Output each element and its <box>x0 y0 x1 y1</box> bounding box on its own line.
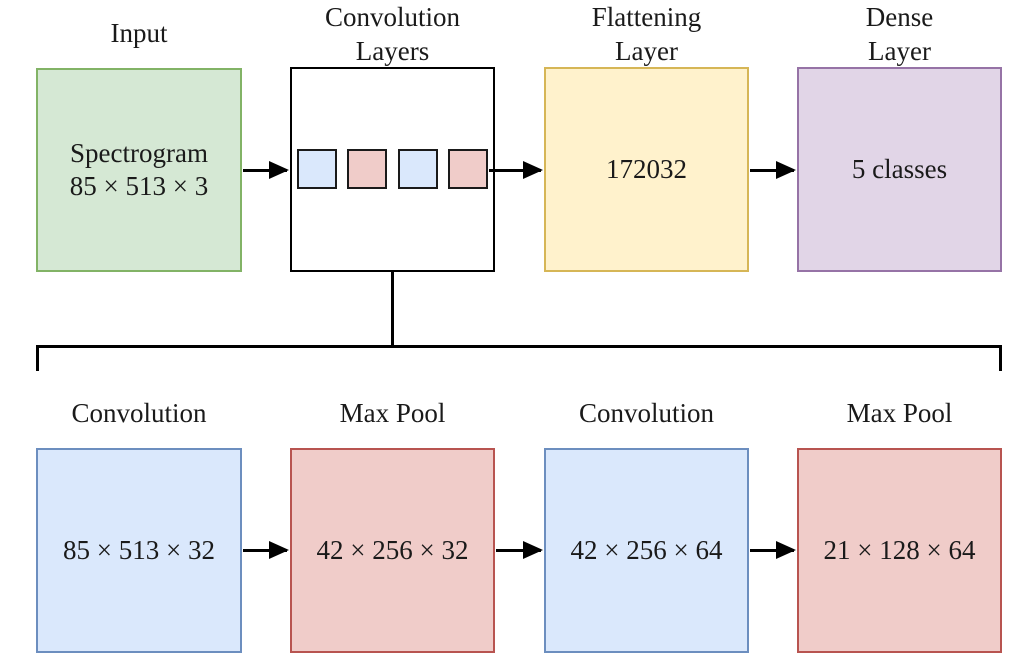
pool-mini-block-2 <box>448 149 488 189</box>
bracket-stem <box>391 272 394 346</box>
conv-mini-block-1 <box>297 149 337 189</box>
dense-title-line1: Dense <box>865 2 934 32</box>
conv2-box: 42 × 256 × 64 <box>544 448 749 653</box>
conv1-dimensions: 85 × 513 × 32 <box>63 535 215 565</box>
arrow-flatten-to-dense <box>750 161 796 179</box>
flattening-layer-title: Flattening Layer <box>544 0 749 68</box>
conv2-dimensions: 42 × 256 × 64 <box>570 535 723 565</box>
flattening-title-line2: Layer <box>615 36 678 66</box>
input-label: Spectrogram <box>70 138 208 168</box>
conv-layers-title-line1: Convolution <box>324 2 460 32</box>
input-box: Spectrogram 85 × 513 × 3 <box>36 68 242 272</box>
arrow-conv1-to-pool1 <box>243 541 289 559</box>
dense-value: 5 classes <box>851 154 948 184</box>
pool1-box: 42 × 256 × 32 <box>290 448 495 653</box>
flattening-title-line1: Flattening <box>591 2 702 32</box>
conv-layers-title-line2: Layers <box>355 36 430 66</box>
pool2-title: Max Pool <box>846 398 953 428</box>
dense-layer-title: Dense Layer <box>797 0 1002 68</box>
pool2-box: 21 × 128 × 64 <box>797 448 1002 653</box>
dense-box: 5 classes <box>797 67 1002 272</box>
arrow-conv-to-flatten <box>489 161 543 179</box>
input-title: Input <box>110 18 168 48</box>
pool1-title: Max Pool <box>339 398 446 428</box>
pool-mini-block-1 <box>347 149 387 189</box>
conv1-box: 85 × 513 × 32 <box>36 448 242 653</box>
arrow-pool1-to-conv2 <box>496 541 543 559</box>
bracket-right-tick <box>999 345 1002 371</box>
dense-title-line2: Layer <box>868 36 931 66</box>
arrow-input-to-conv <box>243 161 289 179</box>
conv2-title: Convolution <box>578 398 714 428</box>
flattening-box: 172032 <box>544 67 749 272</box>
bracket-horizontal <box>36 345 1002 348</box>
conv1-title: Convolution <box>71 398 207 428</box>
input-dimensions: 85 × 513 × 3 <box>69 171 209 201</box>
flattening-value: 172032 <box>606 154 687 184</box>
bracket-left-tick <box>36 345 39 371</box>
arrow-conv2-to-pool2 <box>750 541 796 559</box>
pool2-dimensions: 21 × 128 × 64 <box>823 535 976 565</box>
conv-layers-title: Convolution Layers <box>290 0 495 68</box>
conv-mini-block-2 <box>398 149 438 189</box>
pool1-dimensions: 42 × 256 × 32 <box>316 535 469 565</box>
